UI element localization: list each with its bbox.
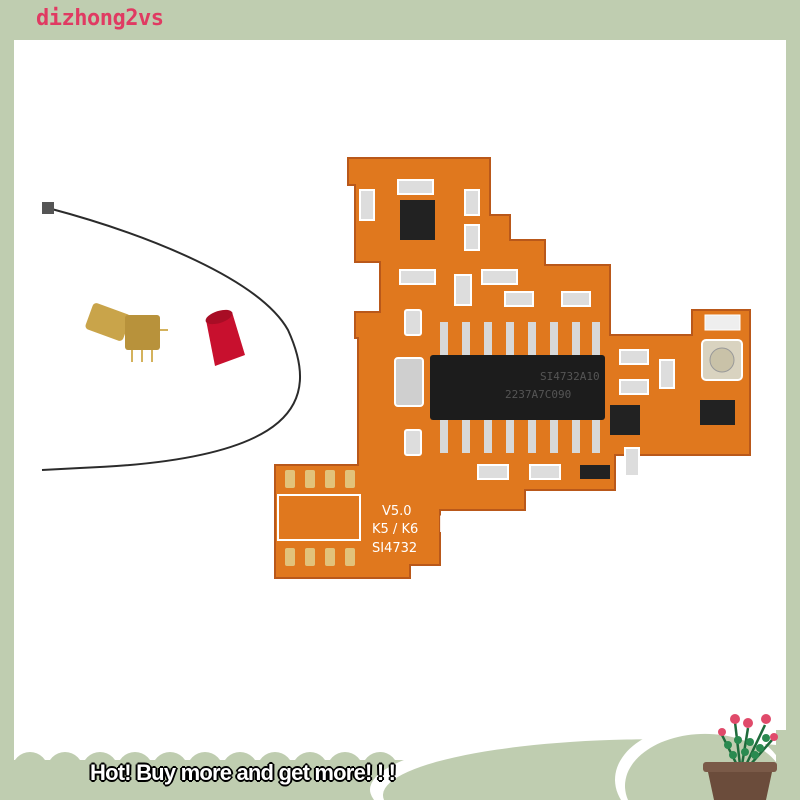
red-dust-cap (205, 309, 245, 366)
board-label-version: V5.0 (382, 504, 412, 519)
board-label-model: K5 / K6 (372, 522, 418, 537)
flower-pot-icon (703, 714, 778, 800)
chip-marking-1: SI4732A10 (540, 370, 600, 383)
ipex-cable (41, 202, 301, 471)
scalloped-banner (0, 724, 800, 800)
promo-banner-text: Hot! Buy more and get more! ! ! (90, 760, 396, 785)
brand-tab (0, 0, 250, 40)
chip (430, 355, 605, 420)
sma-connector (85, 303, 168, 362)
board-label-chip: SI4732 (372, 541, 417, 556)
si4732-board: SI4732A10 2237A7C090 V5.0 K5 / K6 SI4732… (274, 157, 751, 579)
brand-watermark: dizhong2vs (36, 6, 164, 31)
board-brand: IOTCU (438, 513, 505, 538)
chip-marking-2: 2237A7C090 (505, 388, 571, 401)
